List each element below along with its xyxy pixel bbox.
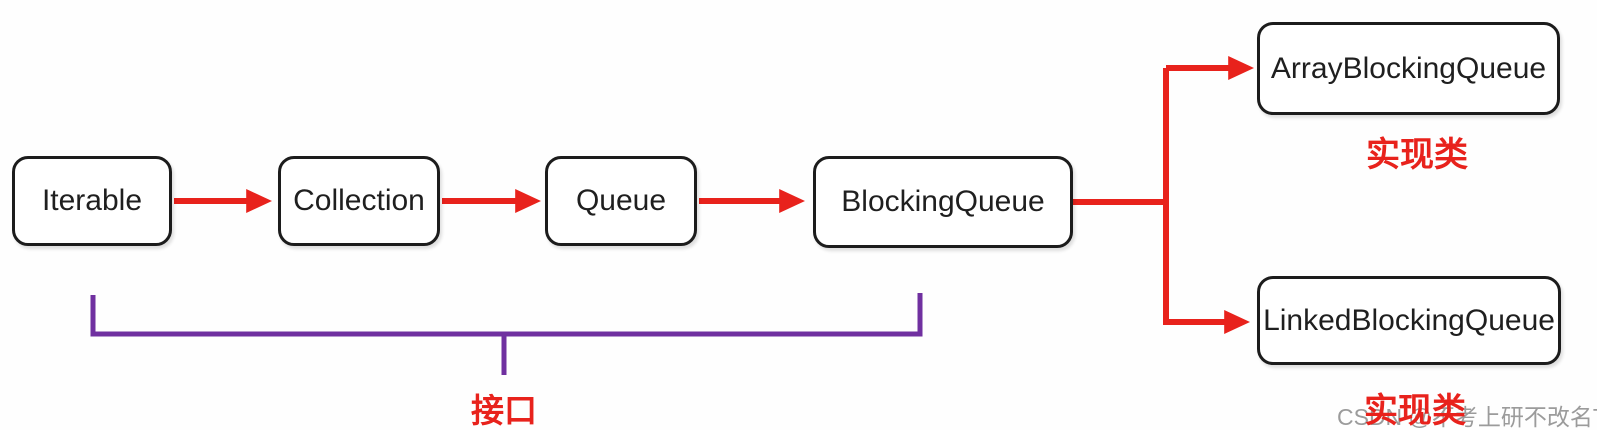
- array-impl-label: 实现类: [1366, 136, 1468, 174]
- node-blockingqueue: BlockingQueue: [813, 156, 1073, 248]
- node-arrayblockingqueue: ArrayBlockingQueue: [1257, 22, 1560, 115]
- interface-group-bracket: [90, 293, 923, 337]
- node-iterable: Iterable: [12, 156, 172, 246]
- interface-group-label: 接口: [471, 392, 537, 429]
- node-arrayblockingqueue-label: ArrayBlockingQueue: [1270, 51, 1547, 85]
- linked-impl-label: 实现类: [1364, 392, 1466, 430]
- csdn-watermark: CSDN @不考上研不改名TL: [1337, 404, 1597, 430]
- node-linkedblockingqueue-label: LinkedBlockingQueue: [1263, 303, 1555, 337]
- node-collection: Collection: [278, 156, 440, 246]
- node-linkedblockingqueue: LinkedBlockingQueue: [1257, 276, 1561, 365]
- node-blockingqueue-label: BlockingQueue: [841, 185, 1045, 218]
- node-collection-label: Collection: [293, 184, 425, 217]
- node-queue-label: Queue: [575, 184, 667, 217]
- node-iterable-label: Iterable: [41, 184, 143, 217]
- node-queue: Queue: [545, 156, 697, 246]
